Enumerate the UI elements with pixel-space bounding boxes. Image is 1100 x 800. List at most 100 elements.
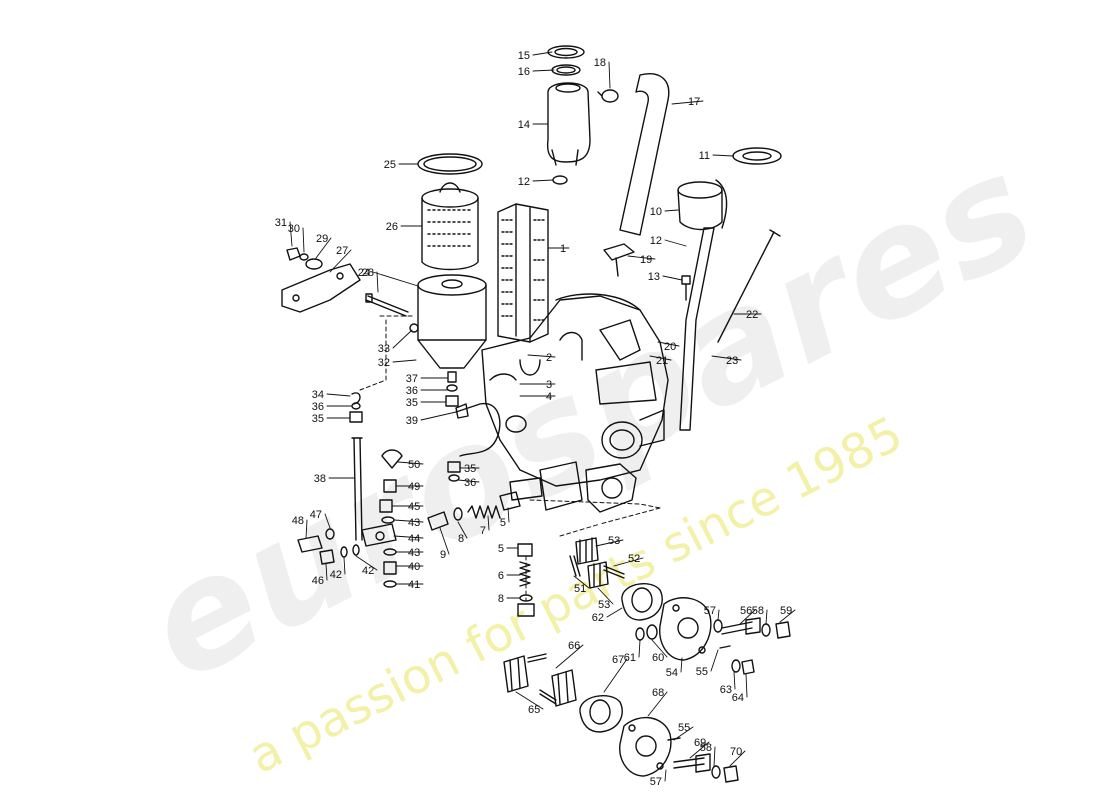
ring-61 (635, 627, 645, 641)
callout-c23: 23 (726, 355, 738, 367)
leader-c60 (651, 639, 668, 658)
oil-reservoir-14 (546, 82, 591, 185)
callout-c3: 3 (546, 379, 552, 391)
callout-c68: 68 (652, 687, 664, 699)
callout-c10: 10 (650, 206, 662, 218)
callout-c49: 49 (408, 481, 420, 493)
leader-c58b (713, 746, 716, 767)
nut-36c (448, 474, 460, 482)
leader-c65 (515, 691, 544, 710)
callout-c25: 25 (384, 159, 396, 171)
plug-9b (517, 603, 535, 617)
callout-c34: 34 (312, 389, 324, 401)
leader-c53a (595, 539, 624, 547)
sender-48 (297, 535, 323, 553)
leader-c5a (507, 507, 510, 523)
callout-c5a: 5 (500, 517, 506, 529)
nut-70 (723, 765, 739, 783)
leader-c57a (717, 609, 720, 621)
dipstick-22 (717, 229, 781, 343)
callout-c63: 63 (720, 684, 732, 696)
callout-c50: 50 (408, 459, 420, 471)
callout-c19: 19 (640, 254, 652, 266)
leader-c57b (664, 769, 667, 782)
callout-c67: 67 (612, 654, 624, 666)
callout-c43a: 43 (408, 517, 420, 529)
elbow-34 (351, 392, 361, 405)
spring-7 (467, 505, 501, 519)
callout-c4: 4 (546, 391, 552, 403)
leader-c51 (573, 575, 590, 589)
callout-c36b: 36 (312, 401, 324, 413)
dashed-guides (359, 315, 661, 601)
washer-30 (299, 253, 309, 261)
callout-c57a: 57 (704, 605, 716, 617)
callout-c22: 22 (746, 309, 758, 321)
seal-ring-15 (547, 45, 585, 59)
callout-c18: 18 (594, 57, 606, 69)
callout-c7: 7 (480, 525, 486, 537)
leader-c44 (393, 535, 424, 539)
pump-cover-54 (659, 597, 712, 661)
leader-lines (289, 51, 796, 782)
callout-c40: 40 (408, 561, 420, 573)
callout-c39: 39 (406, 415, 418, 427)
bolt-28 (365, 293, 409, 317)
bolt-56 (721, 617, 761, 635)
breather-hose-17 (619, 73, 670, 236)
nut-64 (741, 659, 755, 675)
ring-60 (646, 624, 658, 640)
gear-53b (587, 561, 609, 589)
oil-cooler-1 (497, 203, 549, 343)
leader-c36c (457, 479, 480, 483)
gasket-ring-11 (732, 147, 782, 165)
washer-58a (761, 623, 771, 637)
fitting-49 (383, 479, 397, 493)
leader-c31 (289, 221, 293, 247)
callout-c56: 56 (740, 605, 752, 617)
filter-element-26 (421, 182, 479, 271)
callout-c65: 65 (528, 704, 540, 716)
plug-9 (427, 511, 449, 531)
gasket-62 (621, 582, 663, 621)
pump-housing-front (509, 461, 637, 513)
callout-c33: 33 (378, 343, 390, 355)
callout-c28: 28 (362, 267, 374, 279)
leader-c21 (649, 355, 672, 361)
callout-c21: 21 (656, 355, 668, 367)
callout-c69: 69 (694, 737, 706, 749)
leader-c16 (532, 69, 555, 72)
washer-43a (381, 516, 395, 524)
leader-c62 (606, 607, 623, 618)
callout-c36c: 36 (464, 477, 476, 489)
callout-c47: 47 (310, 509, 322, 521)
leader-c12a (532, 179, 554, 182)
callout-c15: 15 (518, 50, 530, 62)
washer-29 (305, 258, 323, 270)
callout-c12a: 12 (518, 176, 530, 188)
leader-c66 (555, 644, 584, 669)
callout-c58a: 58 (752, 605, 764, 617)
callout-c6: 6 (498, 570, 504, 582)
spring-6 (519, 561, 531, 587)
callout-c11: 11 (699, 150, 710, 162)
leader-c17 (671, 100, 704, 105)
leader-c68 (647, 691, 668, 717)
leader-c47 (324, 513, 331, 529)
callout-c61: 61 (624, 652, 636, 664)
callout-c31: 31 (275, 217, 287, 229)
leader-c23 (711, 355, 742, 361)
leader-c20 (657, 341, 680, 347)
leader-c48 (305, 519, 308, 539)
callout-c2: 2 (546, 352, 552, 364)
leader-c67 (603, 658, 628, 693)
leader-c33 (392, 329, 413, 349)
callout-c51: 51 (574, 583, 586, 595)
callout-c29: 29 (316, 233, 328, 245)
leader-c15 (532, 51, 553, 56)
nut-35b (349, 411, 363, 423)
washer-42a (340, 546, 348, 558)
bolt-69 (673, 753, 711, 773)
leader-c27 (329, 249, 352, 273)
